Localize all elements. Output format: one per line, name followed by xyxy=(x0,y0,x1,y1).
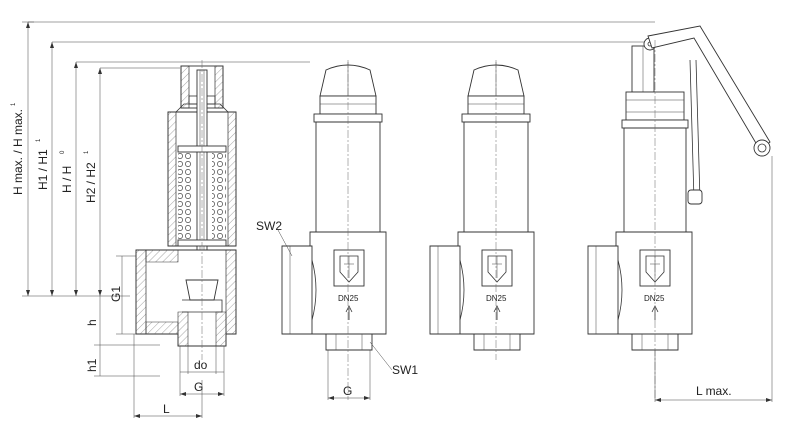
height-dimension-lines xyxy=(22,21,655,377)
valve-with-lever-view: DN25 xyxy=(587,25,771,400)
g1-label: G1 xyxy=(109,286,123,302)
h1-label: H1 / H1 xyxy=(36,149,50,190)
h2-footnote: 1 xyxy=(84,150,90,154)
valve-external-view-2: DN25 xyxy=(429,60,535,360)
h-max-footnote: 1 xyxy=(11,102,17,106)
dn25-label-1: DN25 xyxy=(338,294,359,303)
do-label: do xyxy=(194,358,208,372)
g-left-label: G xyxy=(194,380,203,394)
dimension-labels: H max. / H max. 1 H1 / H1 1 H / H 0 H2 /… xyxy=(11,102,123,372)
dn25-label-3: DN25 xyxy=(644,294,665,303)
bottom-dimensions-valve-2: G xyxy=(327,350,371,400)
h-footnote: 0 xyxy=(60,150,66,154)
valve-external-view-1: DN25 xyxy=(281,60,387,400)
bottom-dimensions-valve-1: do G L xyxy=(133,334,225,418)
h-label: H / H xyxy=(60,166,74,193)
sw-labels: SW2 SW1 xyxy=(256,219,418,377)
h1-small-label: h1 xyxy=(85,358,99,372)
h-max-label: H max. / H max. xyxy=(11,109,25,195)
l-label: L xyxy=(163,402,170,416)
sw2-label: SW2 xyxy=(256,219,282,233)
g-mid-label: G xyxy=(343,384,352,398)
sw1-label: SW1 xyxy=(392,363,418,377)
dn25-label-2: DN25 xyxy=(486,294,507,303)
l-max-dimension: L max. xyxy=(654,156,773,402)
valve-sectional-view xyxy=(135,60,237,360)
h1-footnote: 1 xyxy=(36,138,42,142)
h-small-label: h xyxy=(85,319,99,326)
h2-label: H2 / H2 xyxy=(84,162,98,203)
l-max-label: L max. xyxy=(696,384,732,398)
